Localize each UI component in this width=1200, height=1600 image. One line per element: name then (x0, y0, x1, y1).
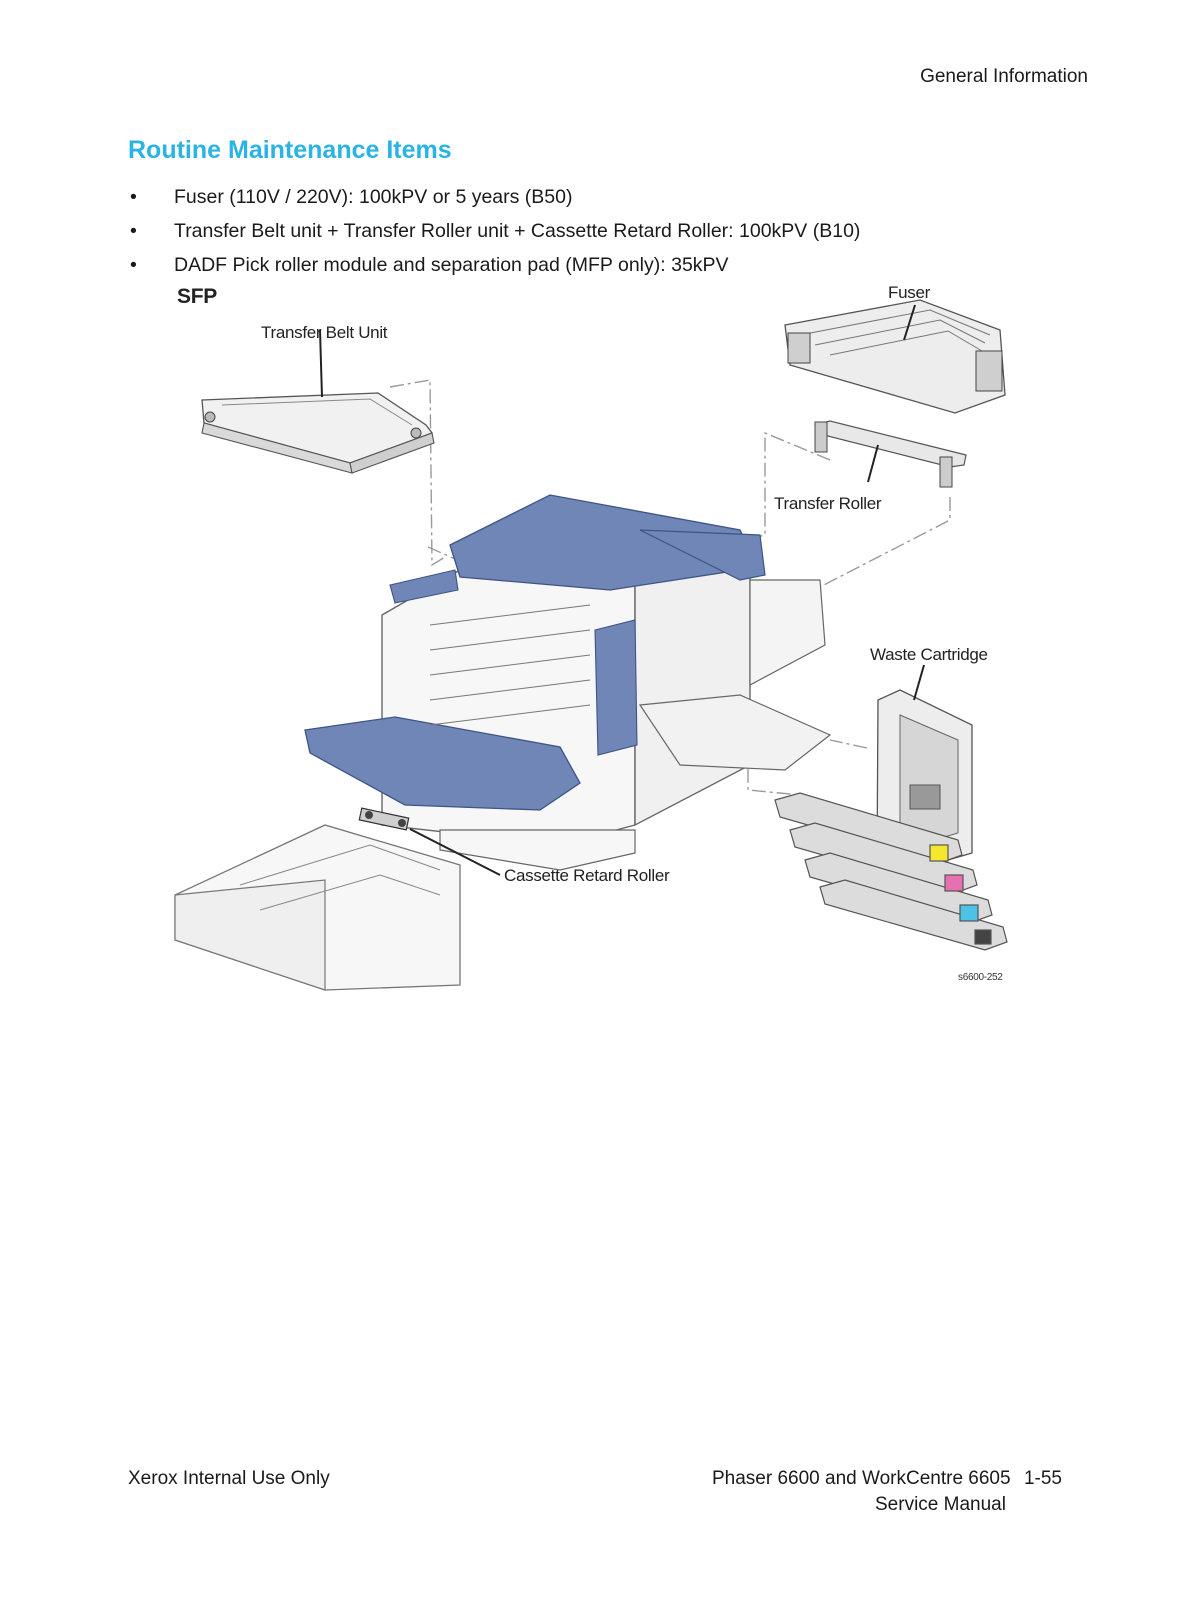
label-transfer-roller: Transfer Roller (774, 494, 882, 513)
printer-main-unit-drawing (304, 494, 832, 871)
exploded-parts-illustration: SFP Transfer Belt Unit Fuser Transfer Ro… (140, 283, 1060, 1015)
label-transfer-belt-unit: Transfer Belt Unit (261, 323, 388, 342)
header-section-name: General Information (920, 66, 1088, 87)
footer-product: Phaser 6600 and WorkCentre 6605 (712, 1468, 1011, 1489)
list-item: Fuser (110V / 220V): 100kPV or 5 years (… (128, 180, 860, 214)
paper-cassette-drawing (174, 824, 461, 991)
figure-id: s6600-252 (958, 972, 1003, 983)
footer-page-number: 1-55 (1023, 1468, 1062, 1489)
label-cassette-retard-roller: Cassette Retard Roller (504, 866, 670, 885)
list-item: Transfer Belt unit + Transfer Roller uni… (128, 214, 860, 248)
fuser-drawing (784, 299, 1006, 414)
figure-heading: SFP (177, 285, 217, 308)
footer-confidentiality: Xerox Internal Use Only (128, 1468, 330, 1489)
footer-manual: Service Manual (875, 1494, 1006, 1515)
maintenance-list: Fuser (110V / 220V): 100kPV or 5 years (… (128, 180, 860, 282)
list-item: DADF Pick roller module and separation p… (128, 248, 860, 282)
label-fuser: Fuser (888, 283, 930, 302)
printer-exploded-view (174, 299, 1008, 991)
transfer-belt-unit-drawing (201, 329, 435, 474)
transfer-roller-drawing (814, 420, 967, 488)
cassette-retard-roller-drawing (358, 807, 501, 876)
label-waste-cartridge: Waste Cartridge (870, 645, 988, 664)
toner-cartridges-drawing (774, 792, 1008, 951)
section-title: Routine Maintenance Items (128, 136, 452, 164)
